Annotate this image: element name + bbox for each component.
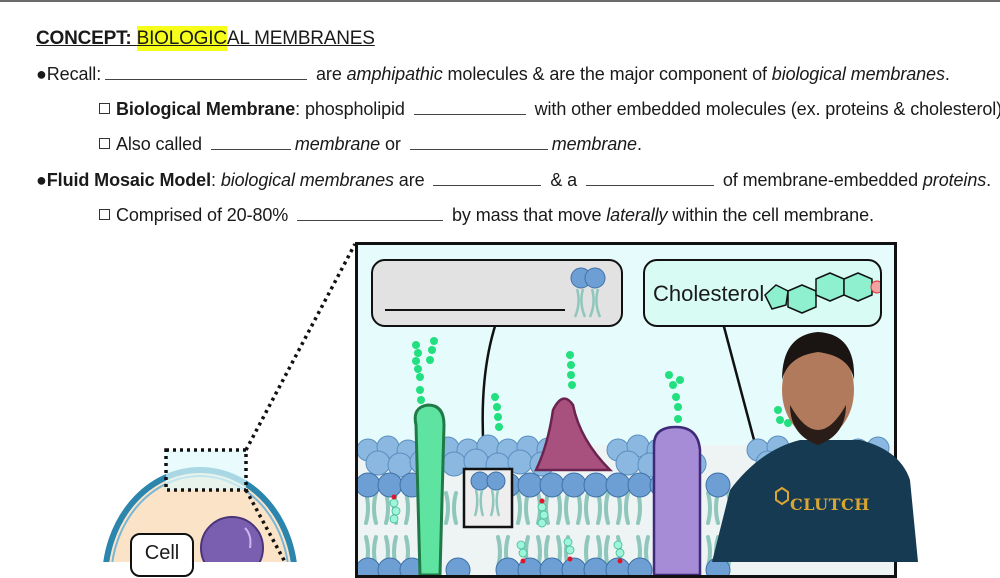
italic-term: amphipathic (346, 64, 443, 84)
phospholipid-callout (371, 259, 623, 327)
text: with other embedded molecules (ex. prote… (529, 99, 1000, 119)
title-prefix: CONCEPT: (36, 28, 137, 49)
bio-membrane-label: Biological Membrane (116, 99, 296, 119)
checkbox-icon (99, 138, 110, 149)
fill-blank-4[interactable] (409, 135, 548, 150)
fill-blank-5[interactable] (433, 171, 542, 186)
recall-line: ●Recall: are amphipathic molecules & are… (36, 64, 950, 85)
text: are (311, 64, 347, 84)
page-title: CONCEPT: BIOLOGICAL MEMBRANES (36, 26, 375, 51)
nucleus-icon (200, 516, 264, 562)
comprised-line: Comprised of 20-80% by mass that move la… (99, 205, 874, 226)
phospholipid-icon (570, 267, 606, 318)
text: within the cell membrane. (667, 205, 874, 225)
shirt-logo-text: CLUTCH (790, 495, 870, 514)
magenta-protein (534, 397, 614, 472)
italic-term: biological membranes (220, 170, 394, 190)
title-rest: AL MEMBRANES (226, 28, 375, 49)
text: by mass that move (447, 205, 607, 225)
green-protein (413, 403, 446, 575)
zoom-box (164, 448, 248, 492)
checkbox-icon (99, 209, 110, 220)
cholesterol-callout: Cholesterol (643, 259, 882, 327)
recall-label: Recall: (46, 64, 102, 84)
cholesterol-label: Cholesterol (653, 281, 765, 306)
bullet-icon: ● (36, 64, 47, 84)
text: of membrane-embedded (717, 170, 923, 190)
text: molecules & are the major component of (442, 64, 772, 84)
presenter-shirt (712, 440, 918, 562)
text: Comprised of 20-80% (116, 205, 294, 225)
text: & a (545, 170, 582, 190)
cholesterol-structure-icon (764, 272, 880, 314)
fluid-mosaic-line: ●Fluid Mosaic Model: biological membrane… (36, 170, 991, 191)
presenter-face (782, 342, 854, 438)
fluid-mosaic-label: Fluid Mosaic Model (46, 170, 211, 190)
also-called-line: Also called membrane or membrane. (99, 134, 642, 155)
italic-term: membrane (294, 134, 381, 154)
fill-blank-7[interactable] (297, 206, 444, 221)
italic-term: biological membranes (771, 64, 945, 84)
text: . (986, 170, 992, 190)
callout-answer-blank[interactable] (385, 309, 565, 311)
text: Also called (116, 134, 207, 154)
fill-blank-3[interactable] (210, 135, 291, 150)
fill-blank-6[interactable] (585, 171, 714, 186)
checkbox-icon (99, 103, 110, 114)
bio-membrane-line: Biological Membrane: phospholipid with o… (99, 99, 1000, 120)
title-highlight: BIOLOGIC (136, 26, 227, 51)
bullet-icon: ● (36, 170, 47, 190)
italic-term: proteins (922, 170, 987, 190)
text: . (636, 134, 642, 154)
text: are (393, 170, 430, 190)
top-border (0, 0, 1000, 2)
purple-protein (652, 425, 702, 575)
presenter-video (712, 332, 918, 562)
text: : phospholipid (295, 99, 410, 119)
text: : (211, 170, 221, 190)
clutch-logo-icon (775, 486, 789, 506)
fill-blank-2[interactable] (413, 100, 526, 115)
text: or (380, 134, 406, 154)
italic-term: laterally (606, 205, 668, 225)
italic-term: membrane (551, 134, 637, 154)
text: . (944, 64, 950, 84)
fill-blank-1[interactable] (105, 65, 308, 80)
